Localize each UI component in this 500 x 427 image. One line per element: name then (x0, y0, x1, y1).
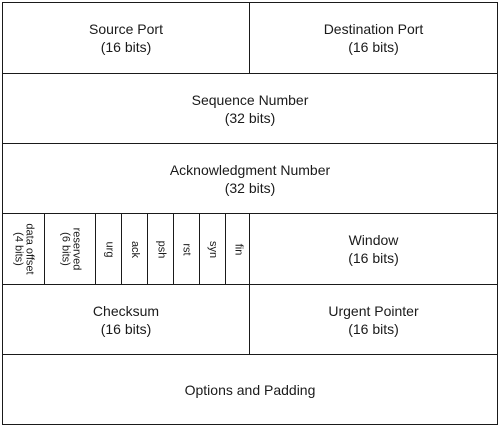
data-offset-size: (4 bits) (12, 232, 25, 266)
acknowledgment-number-label: Acknowledgment Number (169, 161, 331, 178)
urgent-pointer-size: (16 bits) (348, 320, 399, 337)
acknowledgment-number-size: (32 bits) (224, 179, 276, 196)
reserved-size: (6 bits) (58, 232, 71, 266)
psh-flag: psh (148, 214, 174, 284)
source-port-size: (16 bits) (100, 39, 152, 55)
reserved-label: reserved (69, 227, 82, 271)
row-divider (3, 354, 497, 355)
data-offset-label: data offset (23, 223, 36, 275)
checksum-size: (16 bits) (100, 320, 152, 337)
fin-flag-label: fin (232, 243, 244, 255)
column-divider (249, 3, 250, 73)
flags-row: data offset (4 bits) reserved (6 bits) u… (3, 214, 497, 284)
urgent-pointer-field: Urgent Pointer (16 bits) (250, 285, 497, 354)
destination-port-field: Destination Port (16 bits) (250, 3, 497, 73)
rst-flag: rst (174, 214, 200, 284)
row-divider (3, 213, 497, 214)
urg-flag: urg (96, 214, 122, 284)
urg-flag-label: urg (103, 241, 115, 257)
syn-flag-label: syn (207, 240, 219, 258)
syn-flag: syn (200, 214, 226, 284)
window-size: (16 bits) (348, 250, 399, 266)
destination-port-label: Destination Port (323, 21, 424, 37)
source-port-field: Source Port (16 bits) (3, 3, 249, 73)
psh-flag-label: psh (155, 240, 167, 258)
rst-flag-label: rst (180, 242, 193, 256)
row-divider (3, 143, 497, 144)
column-divider (249, 213, 250, 354)
checksum-field: Checksum (16 bits) (3, 285, 249, 354)
acknowledgment-number-field: Acknowledgment Number (32 bits) (3, 144, 497, 213)
window-label: Window (348, 232, 399, 248)
sequence-number-field: Sequence Number (32 bits) (3, 74, 497, 143)
urgent-pointer-label: Urgent Pointer (328, 302, 419, 319)
fin-flag: fin (226, 214, 249, 284)
ack-flag: ack (122, 214, 148, 284)
checksum-label: Checksum (92, 302, 160, 319)
window-field: Window (16 bits) (250, 214, 497, 284)
destination-port-size: (16 bits) (348, 39, 399, 55)
sequence-number-size: (32 bits) (224, 109, 276, 126)
options-and-padding-label: Options and Padding (184, 381, 316, 398)
row-divider (3, 284, 497, 285)
data-offset-field: data offset (4 bits) (3, 214, 45, 284)
options-and-padding-field: Options and Padding (3, 355, 497, 424)
reserved-field: reserved (6 bits) (45, 214, 96, 284)
row-divider (3, 73, 497, 74)
source-port-label: Source Port (89, 21, 163, 37)
sequence-number-label: Sequence Number (191, 91, 309, 108)
ack-flag-label: ack (129, 240, 141, 258)
